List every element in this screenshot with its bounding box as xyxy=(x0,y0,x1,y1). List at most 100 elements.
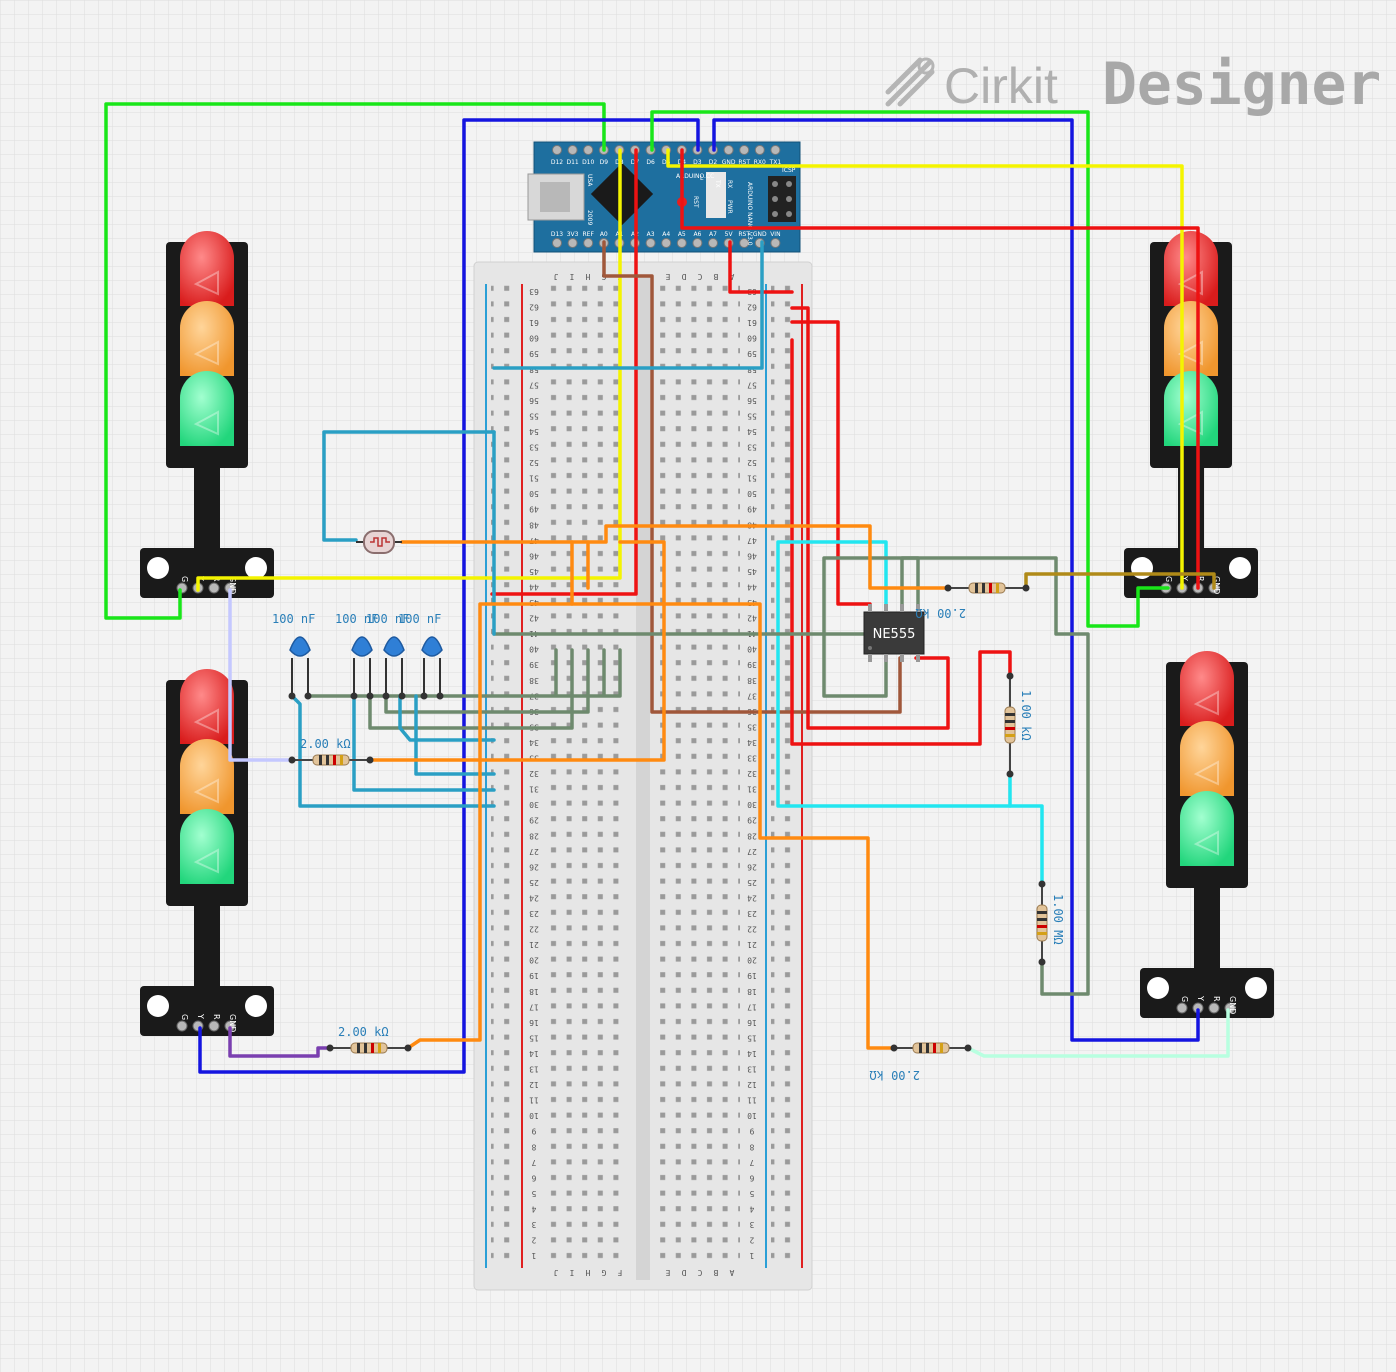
row-number: 49 xyxy=(747,505,757,514)
traffic-pin-label: GND xyxy=(1228,996,1237,1014)
icsp-label: ICSP xyxy=(782,167,796,174)
traffic-pin-g[interactable] xyxy=(1176,1002,1188,1014)
row-number: 3 xyxy=(749,1220,754,1229)
terminal-holes-right xyxy=(660,284,740,1268)
row-number: 55 xyxy=(529,411,539,420)
row-number: 25 xyxy=(529,878,539,887)
row-number: 26 xyxy=(747,862,757,871)
row-number: 52 xyxy=(747,458,757,467)
row-number: 33 xyxy=(747,754,757,763)
row-number: 44 xyxy=(747,582,757,591)
breadboard-center-channel xyxy=(636,276,650,1280)
wire-steelblue-gnd xyxy=(492,240,764,370)
pin-label-bottom: A6 xyxy=(693,231,701,238)
pin-label-top: D12 xyxy=(551,159,563,166)
traffic-pin-g[interactable] xyxy=(176,1020,188,1032)
pin-d11-top[interactable] xyxy=(567,145,578,155)
row-number: 40 xyxy=(529,645,539,654)
row-letter-left: J xyxy=(554,272,559,281)
pin-a6-bottom[interactable] xyxy=(692,238,703,248)
row-number: 28 xyxy=(529,831,539,840)
traffic-pin-label: Y xyxy=(196,1013,205,1019)
wire-orange-res-mid xyxy=(368,540,666,762)
row-number: 60 xyxy=(529,334,539,343)
mounting-hole xyxy=(1229,557,1251,579)
pin-rst-top[interactable] xyxy=(739,145,750,155)
pin-d13-bottom[interactable] xyxy=(552,238,562,248)
mounting-hole xyxy=(147,557,169,579)
traffic-pin-label: GND xyxy=(228,576,237,594)
pin-label-top: D10 xyxy=(582,159,594,166)
pin-label-top: D6 xyxy=(646,159,655,166)
wires xyxy=(104,102,1230,1074)
wire-brown-a0 xyxy=(602,240,902,714)
res-bottom-right-label: 2.00 kΩ xyxy=(869,1068,920,1082)
pin-a4-bottom[interactable] xyxy=(661,238,672,248)
row-number: 61 xyxy=(747,318,757,327)
pin-a3-bottom[interactable] xyxy=(645,238,656,248)
row-number: 18 xyxy=(529,987,539,996)
row-number: 8 xyxy=(749,1142,754,1151)
row-number: 51 xyxy=(747,474,757,483)
traffic-pin-label: G xyxy=(180,1014,189,1020)
cap4-label: 100 nF xyxy=(398,612,441,626)
row-letter-right: A xyxy=(729,1268,734,1277)
usa-label: USA xyxy=(586,174,593,187)
pin-label-bottom: GND xyxy=(753,231,767,238)
pin-ref-bottom[interactable] xyxy=(583,238,594,248)
row-number: 54 xyxy=(529,427,539,436)
pin-vin-bottom[interactable] xyxy=(770,238,781,248)
res-vertical-2-label: 1.00 MΩ xyxy=(1051,894,1065,945)
traffic-pin-label: Y xyxy=(1196,995,1205,1001)
traffic-light-base xyxy=(140,548,274,598)
row-number: 24 xyxy=(747,893,757,902)
wire-purple xyxy=(228,1026,332,1058)
row-number: 46 xyxy=(747,551,757,560)
pwr-label: PWR xyxy=(726,200,733,214)
yellow-led xyxy=(180,301,234,376)
wire-sage-caps xyxy=(306,648,622,730)
pin-d10-top[interactable] xyxy=(583,145,594,155)
pin-rx0-top[interactable] xyxy=(754,145,765,155)
brand-logo: Cirkit Designer xyxy=(885,50,1381,118)
row-letter-right: B xyxy=(713,272,718,281)
row-number: 49 xyxy=(529,505,539,514)
wire-blue-ldr xyxy=(322,430,496,542)
row-number: 14 xyxy=(529,1049,539,1058)
pin-label-top: RX0 xyxy=(754,159,766,166)
wire-cyan-threshold xyxy=(776,540,1044,886)
row-number: 7 xyxy=(749,1158,754,1167)
l-led-label: L xyxy=(700,175,704,182)
red-led xyxy=(180,669,234,744)
green-led xyxy=(180,371,234,446)
pin-a7-bottom[interactable] xyxy=(708,238,718,248)
pin-tx1-top[interactable] xyxy=(770,145,781,155)
pin-rst-bottom[interactable] xyxy=(739,238,750,248)
row-number: 39 xyxy=(747,660,757,669)
row-number: 45 xyxy=(529,567,539,576)
traffic-pin-label: GND xyxy=(228,1014,237,1032)
traffic-pin-r[interactable] xyxy=(208,582,220,594)
traffic-pin-r[interactable] xyxy=(1208,1002,1220,1014)
row-number: 50 xyxy=(529,489,539,498)
row-number: 12 xyxy=(529,1080,539,1089)
pin-d12-top[interactable] xyxy=(552,145,562,155)
row-number: 16 xyxy=(747,1018,757,1027)
row-number: 42 xyxy=(747,614,757,623)
row-number: 5 xyxy=(531,1189,536,1198)
wire-mint xyxy=(966,1008,1230,1058)
red-led xyxy=(1164,231,1218,306)
pin-3v3-bottom[interactable] xyxy=(567,238,578,248)
row-letter-right: E xyxy=(665,1268,670,1277)
pin-a5-bottom[interactable] xyxy=(676,238,687,248)
traffic-pin-r[interactable] xyxy=(208,1020,220,1032)
row-letter-right: D xyxy=(681,272,686,281)
pin-gnd-top[interactable] xyxy=(723,145,734,155)
wire-red-vcc-1 xyxy=(790,306,950,730)
rail-holes-right xyxy=(771,284,799,1268)
capacitor-1 xyxy=(288,636,312,700)
pin-label-bottom: A7 xyxy=(709,231,717,238)
green-led xyxy=(180,809,234,884)
